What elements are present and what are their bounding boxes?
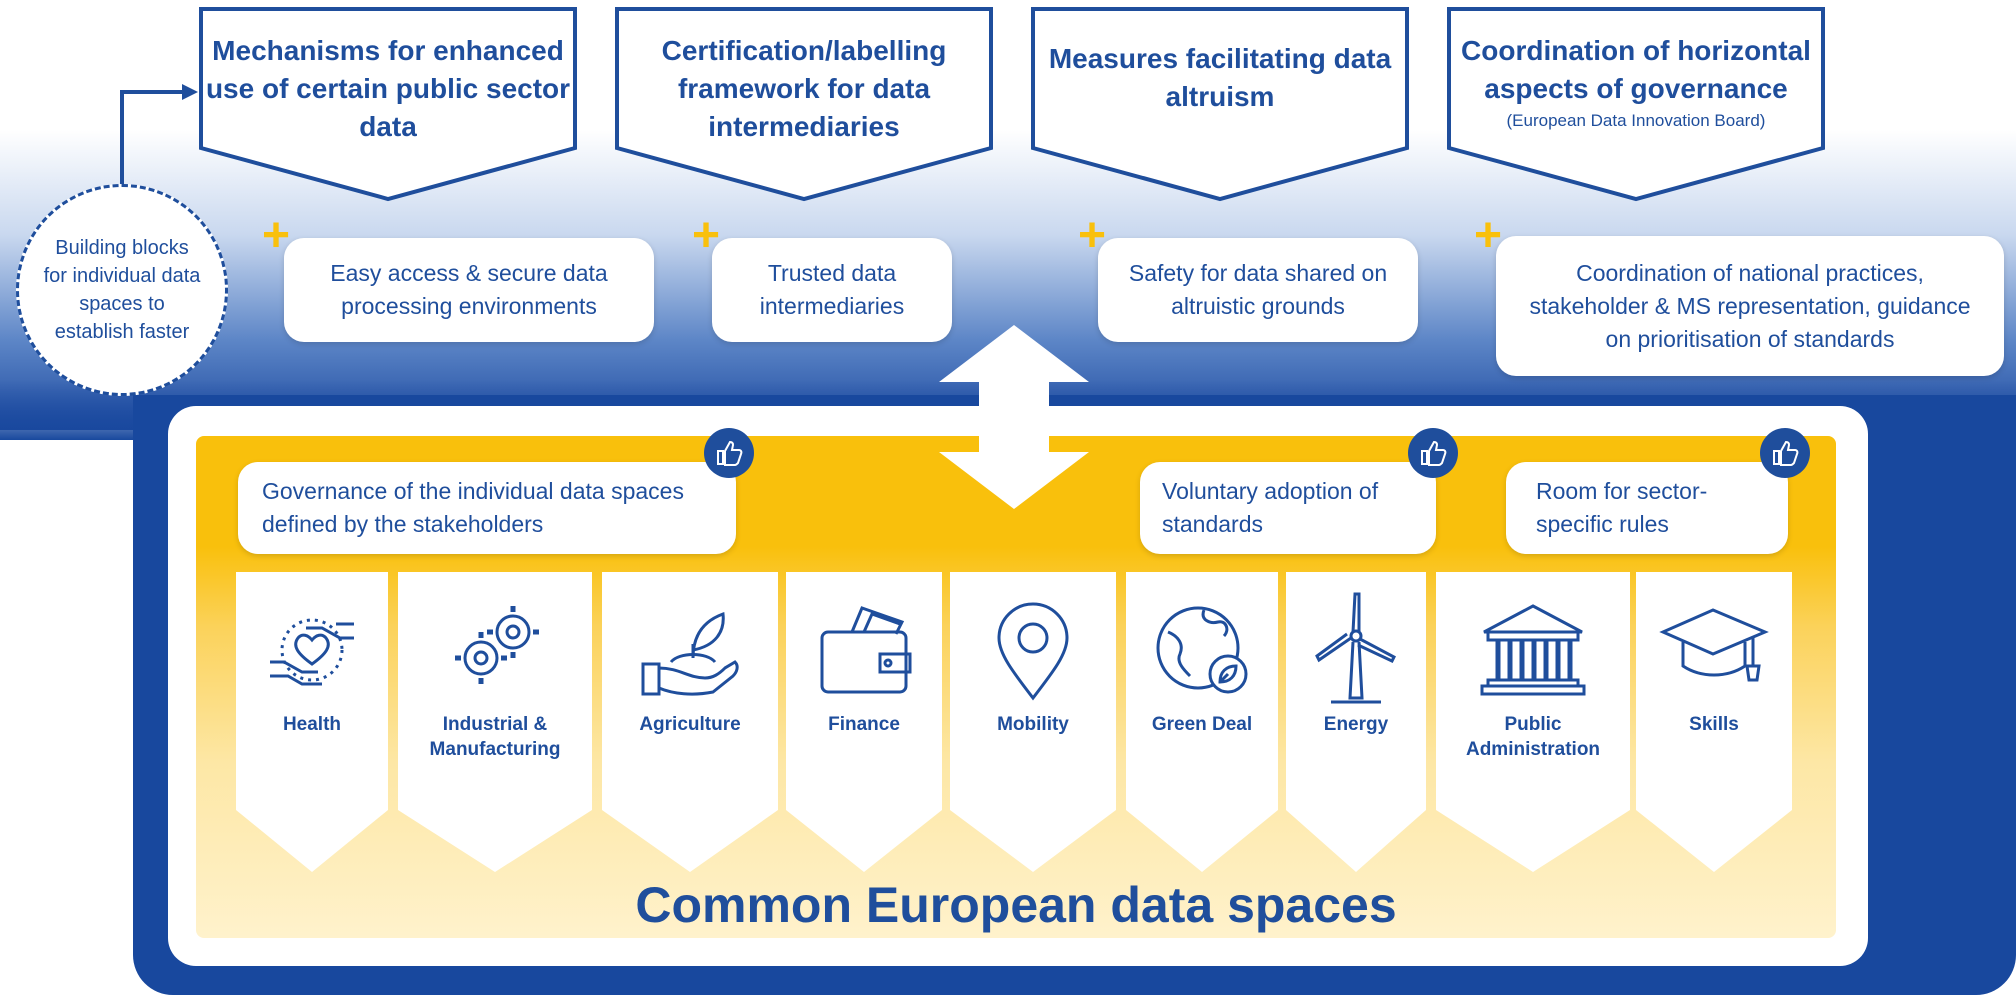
sector-card-green-deal: Green Deal [1126, 572, 1278, 872]
building-icon [1480, 604, 1586, 696]
sector-card-skills: Skills [1636, 572, 1792, 872]
building-blocks-text: Building blocks for individual data spac… [43, 237, 201, 343]
principle-pill-3: Room for sector-specific rules [1506, 462, 1788, 554]
plus-icon: + [1078, 209, 1107, 262]
altruism-title: Measures facilitating data altruism [1048, 43, 1392, 112]
thumbs-up-icon [704, 428, 754, 478]
benefit-text-1: Easy access & secure data processing env… [330, 260, 608, 319]
double-arrow-icon [939, 325, 1089, 509]
sector-card-industrial: Industrial & Manufacturing [398, 572, 592, 872]
thumbs-up-icon [1760, 428, 1810, 478]
sector-label-green-deal: Green Deal [1151, 714, 1253, 735]
benefit-pill-1: Easy access & secure data processing env… [284, 238, 654, 342]
wallet-icon [820, 606, 912, 694]
coordination-box: Coordination of horizontal aspects of go… [1446, 6, 1826, 202]
thumbs-up-icon [1408, 428, 1458, 478]
sector-card-public-administration: Public Administration [1436, 572, 1630, 872]
principle-text-3: Room for sector-specific rules [1536, 478, 1708, 537]
sector-card-agriculture: Agriculture [602, 572, 778, 872]
benefit-pill-4: Coordination of national practices, stak… [1496, 236, 2004, 376]
principle-text-1: Governance of the individual data spaces… [262, 478, 684, 537]
gears-icon [455, 606, 539, 684]
sector-label-agriculture: Agriculture [639, 714, 741, 735]
plant-hand-icon [641, 611, 739, 696]
sector-label-health: Health [282, 714, 342, 735]
heart-hands-icon [270, 618, 354, 686]
sector-card-finance: Finance [786, 572, 942, 872]
wind-turbine-icon [1315, 592, 1396, 704]
benefit-text-4: Coordination of national practices, stak… [1529, 259, 1971, 352]
plus-icon: + [692, 209, 721, 262]
certification-box: Certification/labelling framework for da… [614, 6, 994, 202]
benefit-pill-2: Trusted data intermediaries [712, 238, 952, 342]
certification-title: Certification/labelling framework for da… [661, 35, 947, 142]
sector-card-mobility: Mobility [950, 572, 1116, 872]
mechanisms-box: Mechanisms for enhanced use of certain p… [198, 6, 578, 202]
location-pin-icon [997, 602, 1069, 701]
globe-leaf-icon [1156, 606, 1248, 694]
sector-label-public-administration: Public Administration [1465, 714, 1601, 760]
sector-label-energy: Energy [1323, 714, 1389, 735]
benefit-text-3: Safety for data shared on altruistic gro… [1128, 260, 1388, 319]
principle-pill-1: Governance of the individual data spaces… [238, 462, 736, 554]
coordination-title-text: Coordination of horizontal aspects of go… [1461, 35, 1811, 104]
plus-icon: + [262, 209, 291, 262]
sector-card-energy: Energy [1286, 572, 1426, 872]
principle-pill-2: Voluntary adoption of standards [1140, 462, 1436, 554]
altruism-box: Measures facilitating data altruism [1030, 6, 1410, 202]
mechanisms-title: Mechanisms for enhanced use of certain p… [205, 35, 571, 142]
coordination-title: Coordination of horizontal aspects of go… [1446, 32, 1826, 134]
graduation-cap-icon [1659, 608, 1769, 682]
sector-label-mobility: Mobility [997, 714, 1069, 735]
benefit-pill-3: Safety for data shared on altruistic gro… [1098, 238, 1418, 342]
diagram-title: Common European data spaces [635, 877, 1397, 933]
benefit-text-2: Trusted data intermediaries [759, 260, 905, 319]
building-blocks-circle: Building blocks for individual data spac… [16, 184, 228, 396]
coordination-subtitle: (European Data Innovation Board) [1506, 111, 1766, 130]
sector-label-finance: Finance [828, 714, 900, 735]
sector-label-skills: Skills [1689, 714, 1739, 735]
principle-text-2: Voluntary adoption of standards [1162, 478, 1379, 537]
sector-label-industrial: Industrial & Manufacturing [429, 714, 561, 760]
plus-icon: + [1474, 209, 1503, 262]
sector-card-health: Health [236, 572, 388, 872]
connector-arrow [120, 84, 198, 190]
